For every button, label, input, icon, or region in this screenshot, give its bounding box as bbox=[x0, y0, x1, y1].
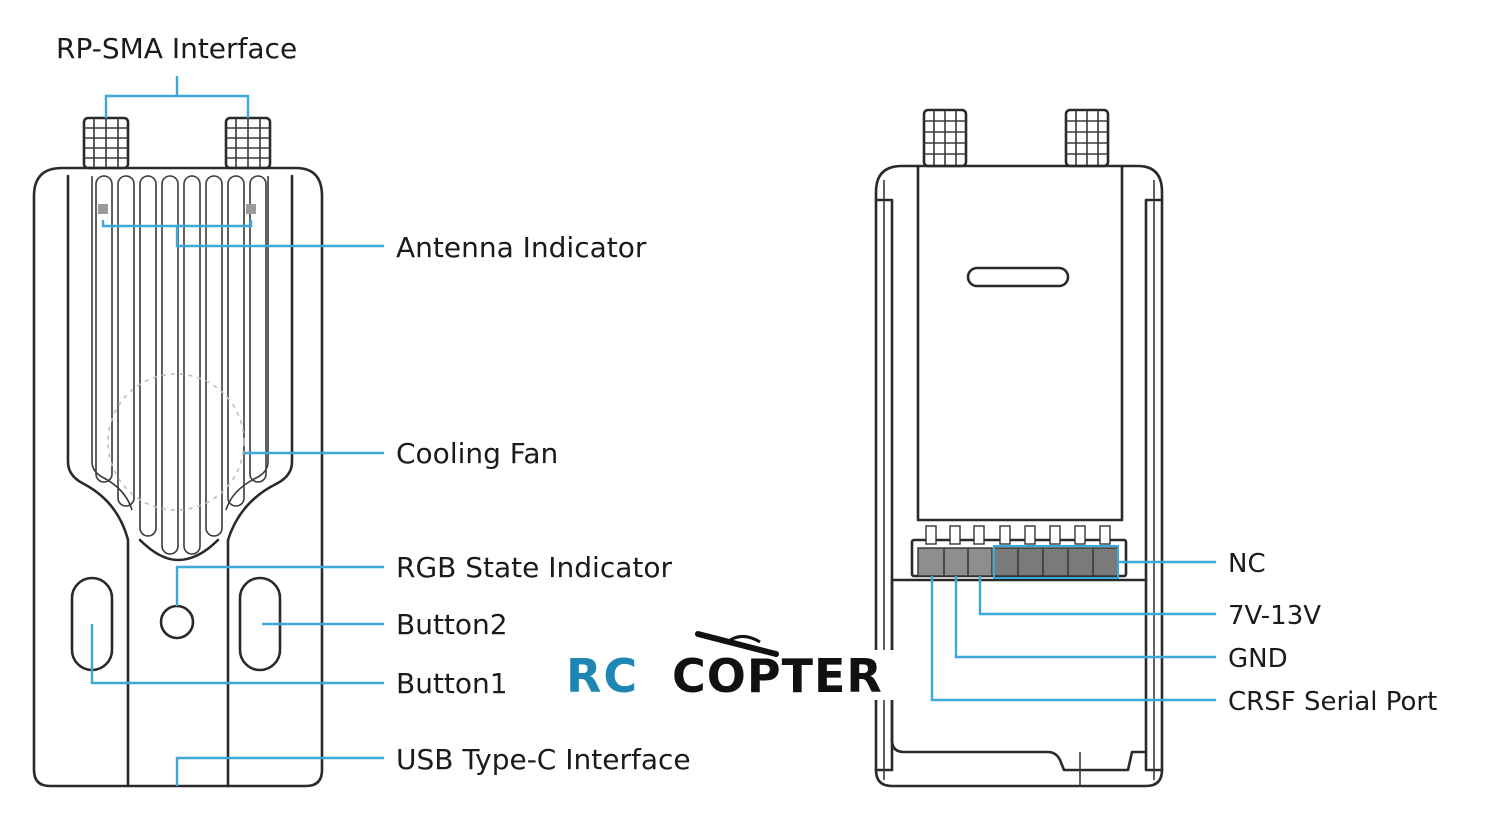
back-view bbox=[874, 108, 1216, 788]
cooling-fan-circle bbox=[107, 373, 245, 511]
label-rgb-indicator: RGB State Indicator bbox=[396, 551, 672, 584]
front-body-outline bbox=[32, 166, 324, 788]
label-button1: Button1 bbox=[396, 667, 508, 700]
callout-rp-sma bbox=[104, 76, 250, 118]
crsf-connector bbox=[910, 525, 1128, 578]
antenna-indicator-right bbox=[246, 204, 256, 214]
rgb-indicator-shape bbox=[159, 604, 195, 640]
label-usb-c: USB Type-C Interface bbox=[396, 743, 691, 776]
label-gnd: GND bbox=[1228, 644, 1288, 674]
label-antenna-indicator: Antenna Indicator bbox=[396, 231, 647, 264]
callout-antenna bbox=[101, 220, 384, 248]
back-lid-panel bbox=[916, 164, 1124, 522]
callout-button1 bbox=[90, 624, 384, 685]
watermark-rc: RC bbox=[566, 649, 639, 703]
label-cooling-fan: Cooling Fan bbox=[396, 437, 558, 470]
watermark-copter: COPTER bbox=[672, 649, 883, 703]
label-button2: Button2 bbox=[396, 608, 508, 641]
callout-gnd bbox=[954, 576, 1216, 659]
helicopter-rotor-icon bbox=[695, 631, 779, 657]
back-bottom-panel bbox=[890, 578, 1148, 772]
callout-crsf bbox=[930, 576, 1216, 702]
heatsink-fins bbox=[66, 174, 294, 788]
callout-rgb bbox=[175, 565, 384, 606]
callout-usb bbox=[175, 756, 384, 786]
callout-voltage bbox=[978, 576, 1216, 616]
label-crsf: CRSF Serial Port bbox=[1228, 687, 1437, 717]
label-voltage: 7V-13V bbox=[1228, 601, 1321, 631]
rp-sma-connector-left bbox=[82, 116, 130, 170]
antenna-indicator-left bbox=[98, 204, 108, 214]
front-view bbox=[32, 76, 384, 788]
label-rp-sma: RP-SMA Interface bbox=[56, 32, 297, 65]
back-slot bbox=[966, 266, 1070, 288]
rc-copter-watermark: RC COPTER bbox=[560, 631, 924, 703]
back-sma-left bbox=[922, 108, 968, 168]
back-sma-right bbox=[1064, 108, 1110, 168]
rp-sma-connector-right bbox=[224, 116, 272, 170]
label-nc: NC bbox=[1228, 549, 1266, 579]
